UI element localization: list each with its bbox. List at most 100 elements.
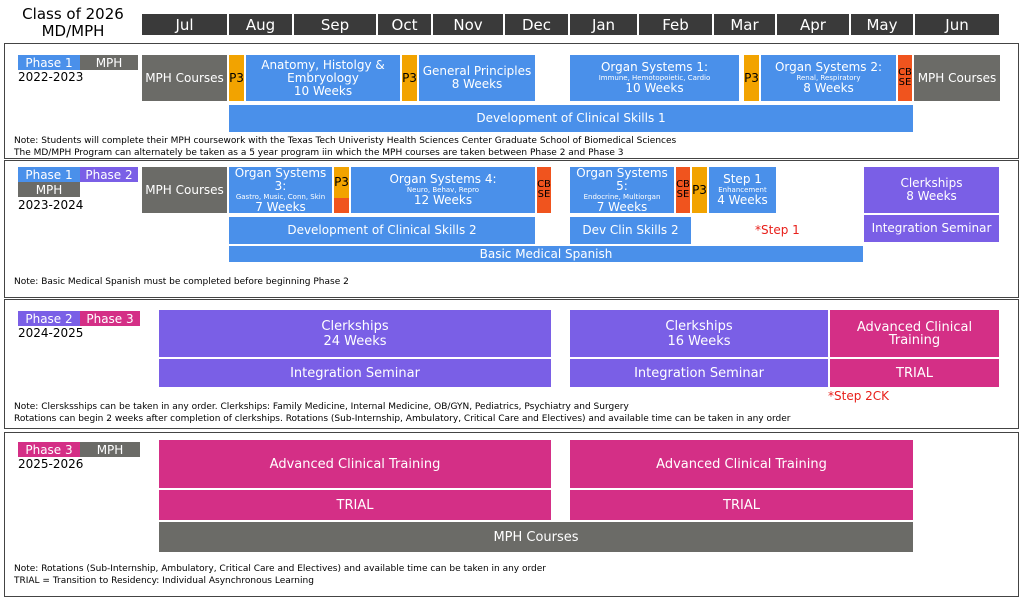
step1-weeks: 4 Weeks bbox=[717, 193, 768, 207]
year-label: 2024-2025 bbox=[18, 326, 84, 340]
month-jun: Jun bbox=[915, 14, 999, 35]
month-mar: Mar bbox=[714, 14, 775, 35]
section-2022-2023 bbox=[4, 43, 1019, 159]
step2ck-exam-label: *Step 2CK bbox=[828, 389, 890, 403]
dev-clin-skills-2-block: Dev Clin Skills 2 bbox=[570, 217, 691, 244]
mph-tag: MPH bbox=[80, 442, 140, 457]
note-text: Rotations can begin 2 weeks after comple… bbox=[14, 414, 791, 424]
phase2-tag: Phase 2 bbox=[18, 311, 80, 326]
organ-systems-1-block: Organ Systems 1: Immune, Hemotopoietic, … bbox=[570, 55, 739, 101]
mph-courses-block: MPH Courses bbox=[159, 522, 913, 552]
gp-title: General Principles bbox=[422, 64, 532, 78]
clinical-skills-2-block: Development of Clinical Skills 2 bbox=[229, 217, 535, 244]
advanced-clinical-training-block: Advanced Clinical Training bbox=[159, 440, 551, 488]
os2-title: Organ Systems 2: bbox=[774, 60, 883, 74]
os5-title: Organ Systems 5: bbox=[576, 167, 668, 193]
os5-sub: Endocrine, Multiorgan bbox=[583, 192, 661, 201]
os5-weeks: 7 Weeks bbox=[596, 199, 648, 213]
organ-systems-2-block: Organ Systems 2: Renal, Respiratory 8 We… bbox=[761, 55, 896, 101]
basic-medical-spanish-block: Basic Medical Spanish bbox=[229, 246, 863, 262]
cbse-block: CBSE bbox=[537, 167, 551, 213]
integration-seminar-block: Integration Seminar bbox=[864, 215, 999, 242]
clerkships-16-block: Clerkships 16 Weeks bbox=[570, 310, 828, 357]
month-nov: Nov bbox=[433, 14, 503, 35]
year-label: 2025-2026 bbox=[18, 457, 84, 471]
p3-block: P3 bbox=[334, 167, 349, 198]
os1-title: Organ Systems 1: bbox=[600, 60, 709, 74]
phase3-tag: Phase 3 bbox=[18, 442, 80, 457]
p3-block: P3 bbox=[402, 55, 417, 101]
os1-sub: Immune, Hemotopoietic, Cardio bbox=[598, 74, 711, 82]
phase1-tag: Phase 1 bbox=[18, 167, 80, 182]
year-label: 2023-2024 bbox=[18, 198, 84, 212]
p3-block: P3 bbox=[744, 55, 759, 101]
note-text: Note: Rotations (Sub-Internship, Ambulat… bbox=[14, 564, 546, 574]
clerkships-title: Clerkships bbox=[900, 176, 963, 190]
title-text: Class of 2026 bbox=[22, 5, 124, 23]
integration-seminar-block: Integration Seminar bbox=[159, 359, 551, 387]
year-label: 2022-2023 bbox=[18, 70, 84, 84]
organ-systems-4-block: Organ Systems 4: Neuro, Behav, Repro 12 … bbox=[351, 167, 535, 213]
trial-block: TRIAL bbox=[830, 359, 999, 387]
clerkships-title: Clerkships bbox=[321, 318, 389, 334]
cbse-block: CBSE bbox=[676, 167, 690, 213]
cbse-block: CBSE bbox=[898, 55, 912, 101]
anatomy-block: Anatomy, Histolgy & Embryology 10 Weeks bbox=[246, 55, 400, 101]
mph-courses-block: MPH Courses bbox=[142, 55, 227, 101]
clerkships-block: Clerkships 8 Weeks bbox=[864, 167, 999, 213]
integration-seminar-block: Integration Seminar bbox=[570, 359, 828, 387]
note-text: Note: Basic Medical Spanish must be comp… bbox=[14, 277, 349, 287]
month-oct: Oct bbox=[378, 14, 431, 35]
month-may: May bbox=[851, 14, 913, 35]
mph-courses-block: MPH Courses bbox=[142, 167, 227, 213]
os3-weeks: 7 Weeks bbox=[255, 199, 306, 213]
os4-title: Organ Systems 4: bbox=[389, 172, 497, 186]
anatomy-weeks: 10 Weeks bbox=[293, 83, 353, 98]
anatomy-title: Anatomy, Histolgy & Embryology bbox=[261, 57, 385, 85]
subtitle-text: MD/MPH bbox=[41, 22, 105, 40]
os4-sub: Neuro, Behav, Repro bbox=[406, 186, 480, 194]
advanced-clinical-training-block: Advanced Clinical Training bbox=[570, 440, 913, 488]
p3-block: P3 bbox=[692, 167, 707, 213]
phase2-tag: Phase 2 bbox=[80, 167, 138, 182]
clerkships-weeks: 16 Weeks bbox=[667, 333, 731, 349]
month-jan: Jan bbox=[570, 14, 637, 35]
trial-block: TRIAL bbox=[159, 490, 551, 520]
os3-sub: Gastro, Music, Conn, Skin bbox=[235, 192, 326, 201]
month-apr: Apr bbox=[777, 14, 849, 35]
phase3-tag: Phase 3 bbox=[80, 311, 140, 326]
note-text: TRIAL = Transition to Residency: Individ… bbox=[14, 576, 314, 586]
os1-weeks: 10 Weeks bbox=[625, 81, 684, 95]
mph-tag: MPH bbox=[18, 182, 80, 197]
clerkships-weeks: 8 Weeks bbox=[906, 189, 957, 203]
os4-weeks: 12 Weeks bbox=[413, 193, 473, 207]
month-dec: Dec bbox=[505, 14, 568, 35]
note-text: Note: Students will complete their MPH c… bbox=[14, 136, 677, 146]
organ-systems-3-block: Organ Systems 3: Gastro, Music, Conn, Sk… bbox=[229, 167, 332, 213]
section-2023-2024 bbox=[4, 160, 1019, 298]
general-principles-block: General Principles 8 Weeks bbox=[419, 55, 535, 101]
month-jul: Jul bbox=[142, 14, 227, 35]
step1-exam-label: *Step 1 bbox=[755, 223, 800, 237]
organ-systems-5-block: Organ Systems 5: Endocrine, Multiorgan 7… bbox=[570, 167, 674, 213]
os3-title: Organ Systems 3: bbox=[234, 167, 327, 193]
os2-sub: Renal, Respiratory bbox=[796, 74, 861, 82]
advanced-clinical-training-block: Advanced Clinical Training bbox=[830, 310, 999, 357]
note-text: Note: Clersksships can be taken in any o… bbox=[14, 402, 629, 412]
phase1-tag: Phase 1 bbox=[18, 55, 80, 70]
trial-block: TRIAL bbox=[570, 490, 913, 520]
month-feb: Feb bbox=[639, 14, 712, 35]
p3-red-segment bbox=[334, 198, 349, 213]
section-2024-2025 bbox=[4, 299, 1019, 429]
note-text: The MD/MPH Program can alternately be ta… bbox=[14, 148, 624, 158]
month-sep: Sep bbox=[294, 14, 376, 35]
step1-title: Step 1 bbox=[723, 172, 762, 186]
os2-weeks: 8 Weeks bbox=[803, 81, 854, 95]
p3-block: P3 bbox=[229, 55, 244, 101]
chart-title: Class of 2026 MD/MPH bbox=[8, 6, 138, 40]
mph-tag: MPH bbox=[80, 55, 138, 70]
clerkships-title: Clerkships bbox=[665, 318, 733, 334]
mph-courses-block: MPH Courses bbox=[914, 55, 1000, 101]
step1-enhancement-block: Step 1 Enhancement 4 Weeks bbox=[709, 167, 776, 213]
clerkships-24-block: Clerkships 24 Weeks bbox=[159, 310, 551, 357]
